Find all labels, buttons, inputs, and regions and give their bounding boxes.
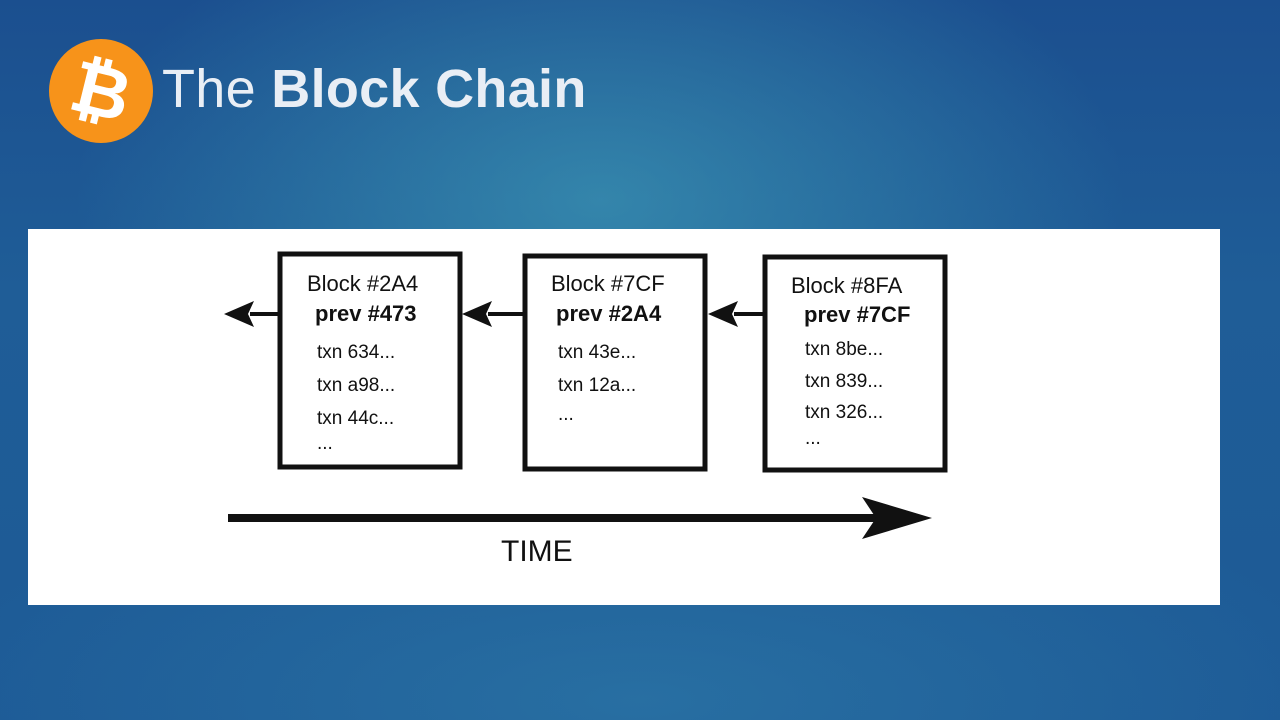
time-arrow [228,497,932,539]
block-more: ... [317,433,333,454]
slide-title: The Block Chain [162,56,587,122]
time-label: TIME [501,535,573,568]
block-prev-hash: prev #7CF [804,302,910,327]
blockchain-diagram: Block #2A4 prev #473 txn 634... txn a98.… [224,251,948,568]
block-prev-hash: prev #473 [315,301,417,326]
block-txn: txn 634... [317,342,395,363]
block-txn: txn 8be... [805,339,883,360]
block-txn: txn 839... [805,371,883,392]
slide-title-light: The [162,59,256,119]
block-more: ... [558,404,574,425]
block-title: Block #8FA [791,273,903,298]
block-txn: txn 326... [805,402,883,423]
block-8fa: Block #8FA prev #7CF txn 8be... txn 839.… [762,254,948,473]
block-title: Block #2A4 [307,271,418,296]
blockchain-diagram-panel: Block #2A4 prev #473 txn 634... txn a98.… [28,229,1220,605]
block-txn: txn 44c... [317,408,394,429]
slide-title-bold: Block Chain [271,59,587,119]
block-title: Block #7CF [551,271,665,296]
block-txn: txn 12a... [558,375,636,396]
block-txn: txn 43e... [558,342,636,363]
block-7cf: Block #7CF prev #2A4 txn 43e... txn 12a.… [522,253,708,472]
block-prev-hash: prev #2A4 [556,301,662,326]
block-2a4: Block #2A4 prev #473 txn 634... txn a98.… [277,251,463,470]
block-more: ... [805,428,821,449]
block-txn: txn a98... [317,375,395,396]
bitcoin-logo-icon: ₿ [49,39,153,143]
